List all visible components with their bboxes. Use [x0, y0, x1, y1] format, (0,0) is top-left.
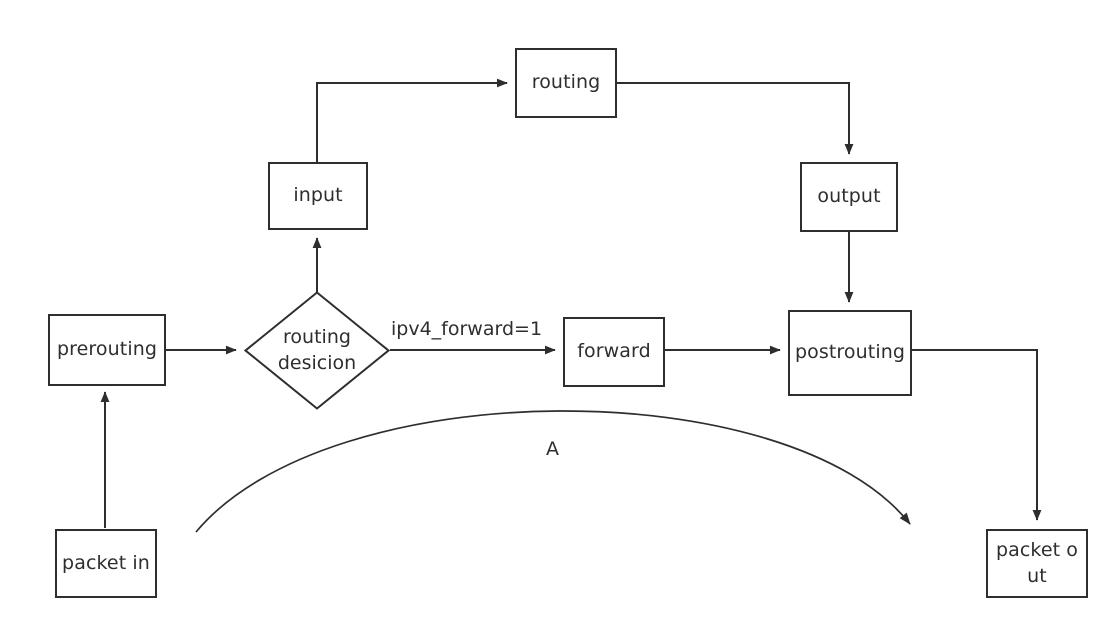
node-forward-label: forward: [577, 340, 651, 363]
edge-label-ipv4-forward: ipv4_forward=1: [391, 318, 543, 340]
node-forward[interactable]: forward: [563, 317, 665, 387]
node-routing[interactable]: routing: [515, 48, 617, 118]
node-packet-in[interactable]: packet in: [55, 529, 157, 598]
node-input[interactable]: input: [268, 162, 368, 230]
node-routing-decision-label: routing desicion: [278, 325, 356, 375]
node-prerouting[interactable]: prerouting: [48, 314, 166, 386]
edge-routing-to-output: [617, 82, 854, 155]
node-packet-out[interactable]: packet out: [986, 529, 1088, 598]
edge-input-to-routing: [316, 78, 508, 162]
node-postrouting-label: postrouting: [794, 341, 906, 364]
node-routing-decision[interactable]: routing desicion: [244, 291, 390, 410]
node-input-label: input: [293, 184, 343, 207]
node-routing-decision-label-line2: desicion: [277, 351, 357, 374]
edge-postrouting-to-packet-out: [912, 349, 1042, 521]
node-packet-in-label: packet in: [62, 551, 150, 574]
arc-a: [195, 410, 911, 533]
diamond-outline: [244, 291, 390, 410]
node-prerouting-label: prerouting: [56, 338, 158, 361]
node-output[interactable]: output: [800, 162, 898, 232]
node-output-label: output: [817, 185, 881, 208]
node-postrouting[interactable]: postrouting: [788, 310, 912, 396]
arc-label-a: A: [546, 438, 559, 460]
node-routing-decision-label-line1: routing: [283, 326, 351, 349]
node-routing-label: routing: [531, 71, 601, 94]
node-packet-out-label: packet out: [995, 539, 1079, 587]
